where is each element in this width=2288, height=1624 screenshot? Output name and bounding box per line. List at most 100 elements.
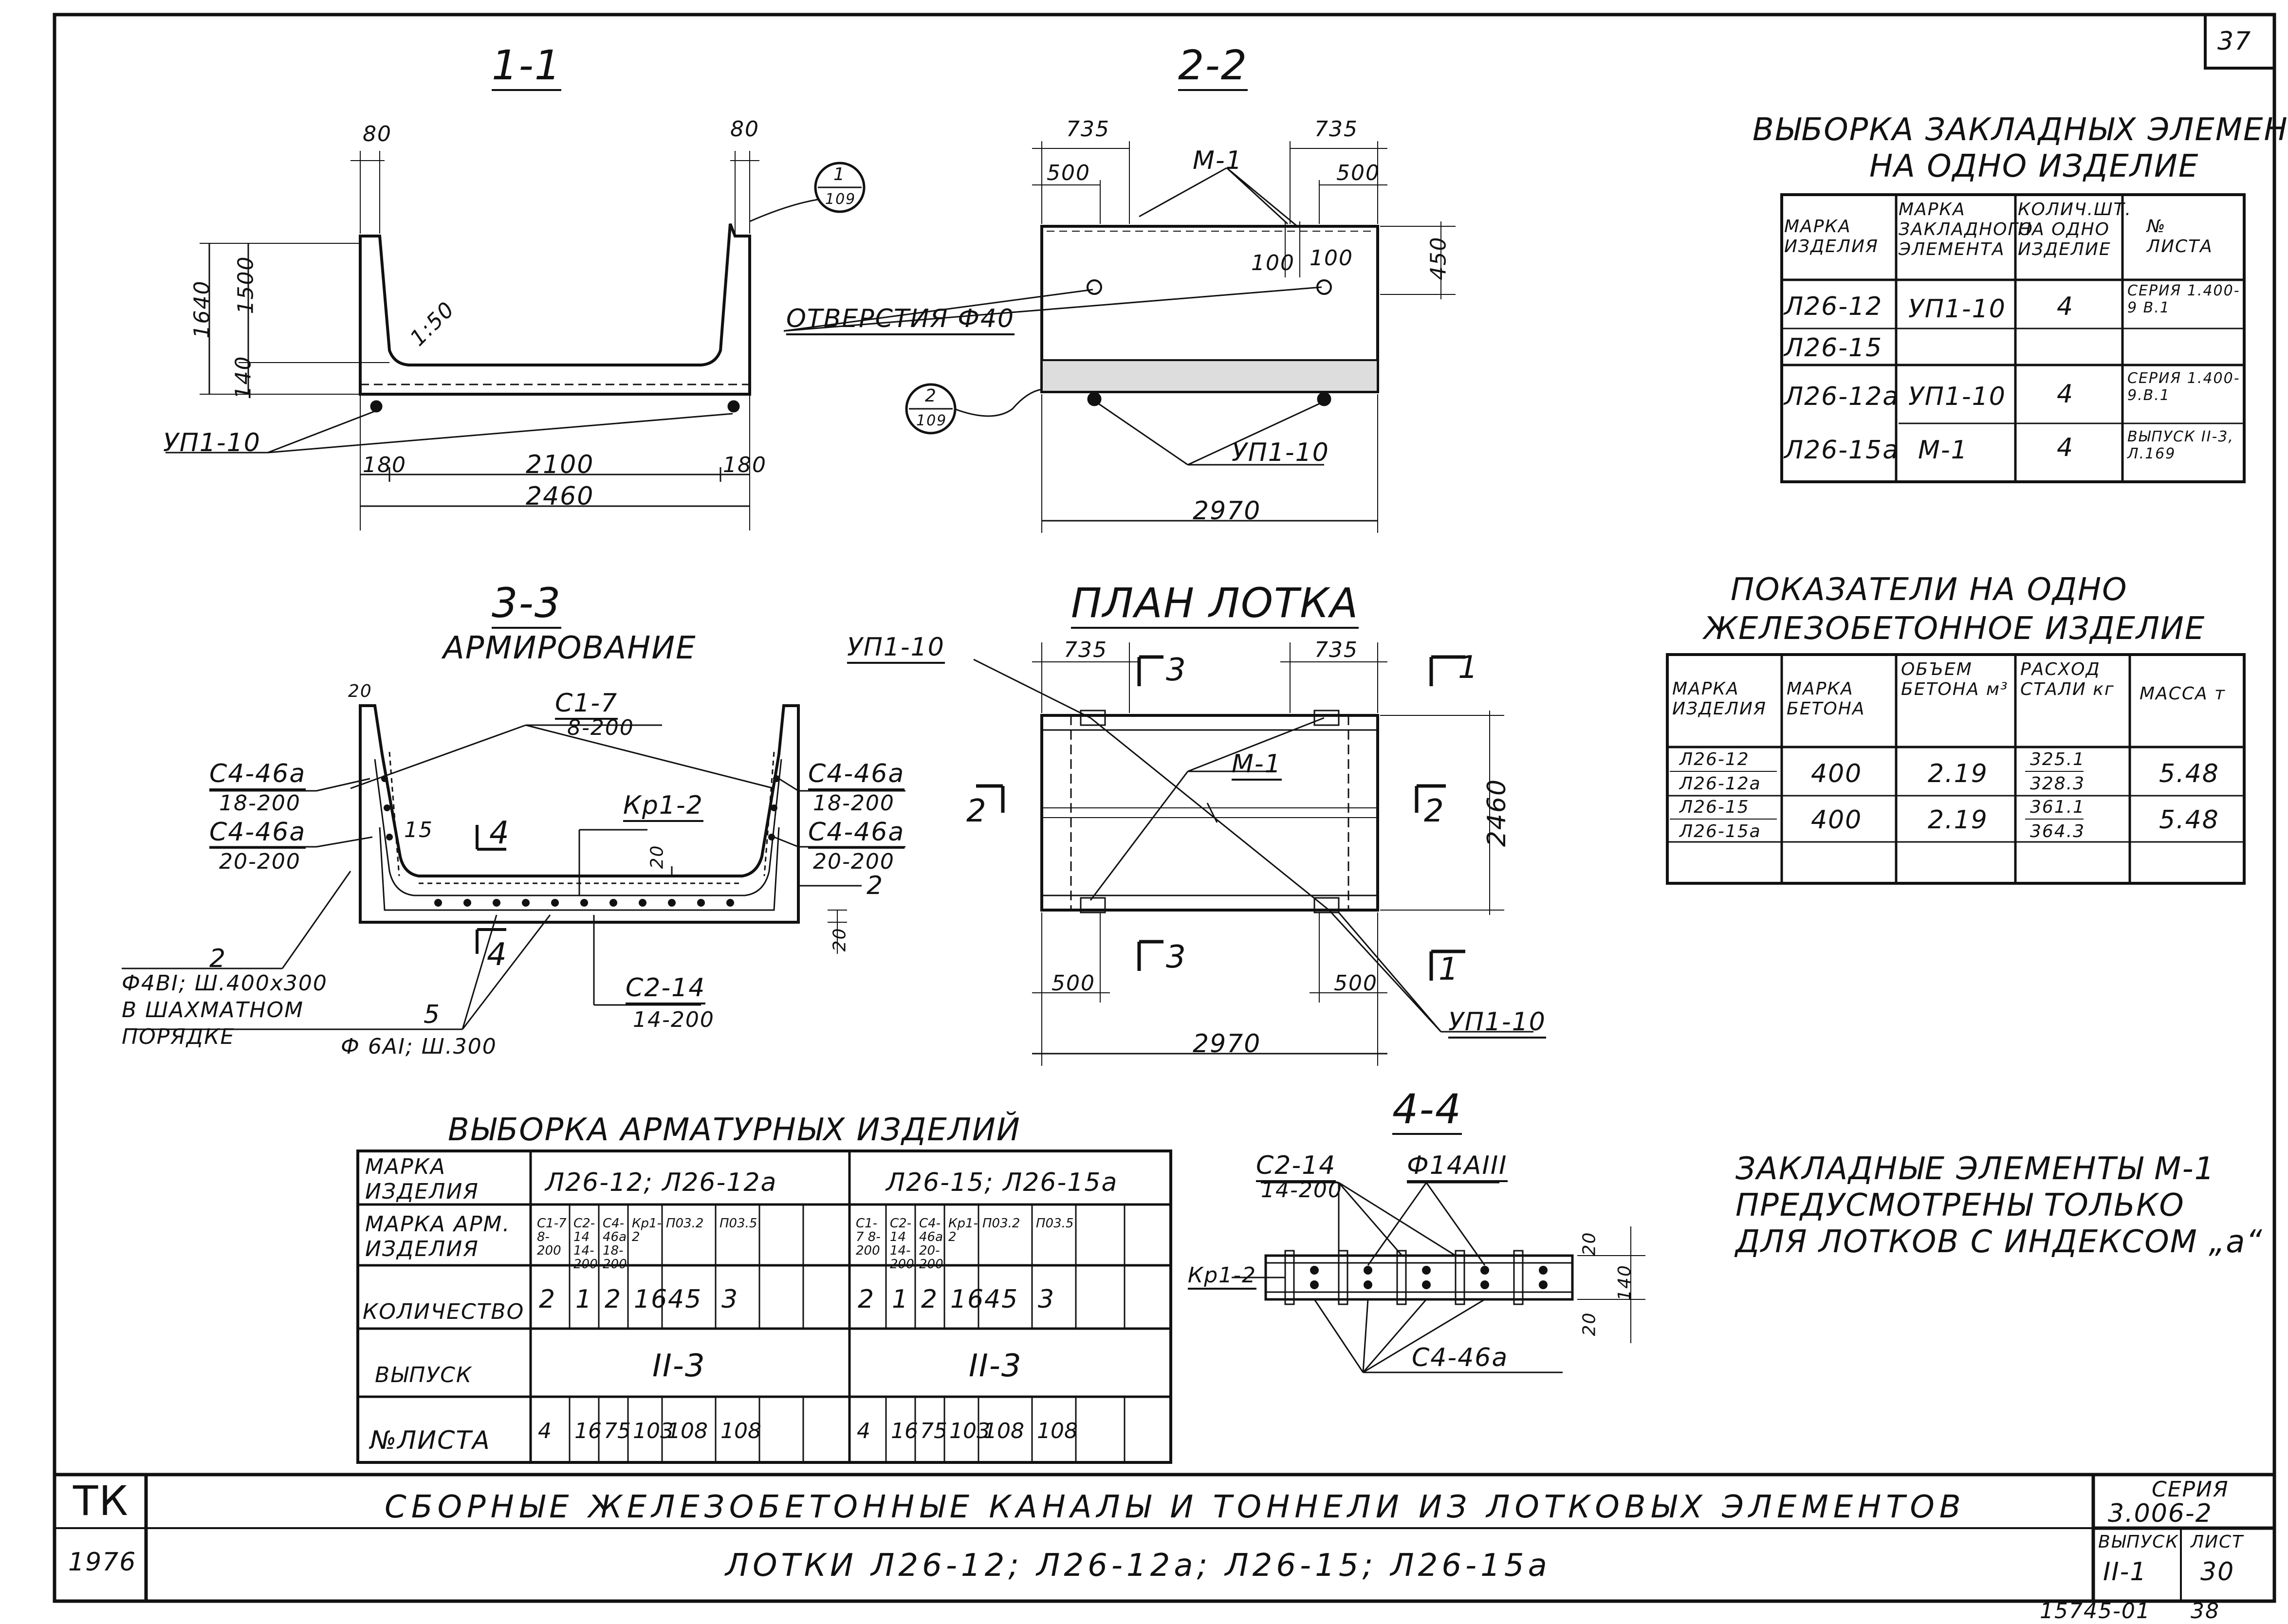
dim-2-2-735-right: 735 bbox=[1314, 117, 1358, 142]
embedded-header-mark: МАРКА ИЗДЕЛИЯ bbox=[1784, 217, 1879, 256]
plan-dim-500-left: 500 bbox=[1052, 971, 1095, 996]
indicators-row2-steel-b: 364.3 bbox=[2030, 821, 2085, 841]
rebar-group-a-issue: II-3 bbox=[652, 1348, 706, 1384]
label-c4-46a-right-2-step: 20-200 bbox=[813, 849, 895, 874]
indicators-row2-steel-a: 361.1 bbox=[2030, 797, 2085, 817]
rebar-group-b-item-1: С1-7 8-200 bbox=[856, 1216, 881, 1258]
indicators-row1-volume: 2.19 bbox=[1928, 759, 1988, 788]
callout-2-sheet: 109 bbox=[916, 412, 947, 429]
label-3-3-bar-2-left: 2 bbox=[209, 944, 227, 973]
indicators-title-2: ЖЕЛЕЗОБЕТОННОЕ ИЗДЕЛИЕ bbox=[1704, 611, 2206, 647]
indicators-header-steel: РАСХОД СТАЛИ кг bbox=[2020, 659, 2115, 699]
indicators-row1-mass: 5.48 bbox=[2159, 759, 2219, 788]
embedded-table-title-2: НА ОДНО ИЗДЕЛИЕ bbox=[1869, 148, 2199, 184]
label-c1-7: С1-7 bbox=[555, 689, 618, 720]
note-bar-2-line1: Ф4ВI; Ш.400х300 bbox=[122, 971, 328, 996]
label-2-2-m1: М-1 bbox=[1193, 146, 1243, 175]
label-3-3-bar-5: 5 bbox=[424, 1000, 441, 1029]
rebar-group-a-item-1: С1-7 8-200 bbox=[537, 1216, 567, 1258]
indicators-row2-mark-b: Л26-15а bbox=[1679, 821, 1761, 841]
label-3-3-bar-2-right: 2 bbox=[867, 871, 884, 900]
plan-cut-3-top: 3 bbox=[1166, 652, 1187, 688]
rebar-group-a-item-2: С2-14 14-200 bbox=[573, 1216, 598, 1272]
section-3-3-title: 3-3 bbox=[492, 579, 562, 629]
section-1-1-drawing bbox=[166, 151, 866, 530]
indicators-title-1: ПОКАЗАТЕЛИ НА ОДНО bbox=[1731, 572, 2128, 608]
dim-2-2-total-width: 2970 bbox=[1193, 496, 1261, 526]
dim-1-1-wall-height: 1500 bbox=[233, 255, 258, 314]
rebar-group-a-qty-1: 2 bbox=[539, 1285, 556, 1314]
dim-1-1-mid-width: 2100 bbox=[526, 450, 594, 479]
section-3-3-subtitle: АРМИРОВАНИЕ bbox=[443, 630, 697, 666]
plan-yp-top: УП1-10 bbox=[847, 633, 945, 664]
embedded-row3-element: УП1-10 bbox=[1908, 382, 2006, 411]
rebar-group-a-qty-2: 1 bbox=[575, 1285, 593, 1314]
indicators-row2-volume: 2.19 bbox=[1928, 805, 1988, 835]
dim-1-1-left-width: 180 bbox=[363, 453, 406, 477]
embedded-row3-sheet: СЕРИЯ 1.400-9.В.1 bbox=[2127, 370, 2240, 404]
embedded-header-qty: КОЛИЧ.ШТ. НА ОДНО ИЗДЕЛИЕ bbox=[2018, 200, 2132, 259]
section-4-4-drawing bbox=[1232, 1182, 1645, 1373]
dim-3-3-15: 15 bbox=[404, 818, 433, 842]
rebar-group-b-item-4: Кр1-2 bbox=[948, 1216, 978, 1244]
note-line-1: ЗАКЛАДНЫЕ ЭЛЕМЕНТЫ М-1 bbox=[1735, 1151, 2215, 1187]
dim-1-1-total-height: 1640 bbox=[189, 280, 215, 339]
rebar-group-a-sheet-3: 75 bbox=[604, 1419, 631, 1443]
label-1-1-yp: УП1-10 bbox=[163, 428, 261, 457]
plan-m1: М-1 bbox=[1232, 749, 1282, 781]
rebar-group-a-item-4: Кр1-2 bbox=[632, 1216, 662, 1244]
rebar-group-a-qty-6: 3 bbox=[721, 1285, 739, 1314]
plan-dim-735-right: 735 bbox=[1314, 638, 1358, 662]
label-c4-46a-left-1-step: 18-200 bbox=[219, 791, 301, 816]
rebar-group-a-item-6: П03.5 bbox=[720, 1216, 757, 1231]
title-block-code: ТК bbox=[73, 1477, 129, 1525]
callout-2-number: 2 bbox=[925, 386, 937, 406]
plan-dim-total-height: 2460 bbox=[1482, 778, 1512, 847]
title-block-title-2: ЛОТКИ Л26-12; Л26-12а; Л26-15; Л26-15а bbox=[725, 1548, 1551, 1584]
label-4-4-c4-46a: С4-46а bbox=[1412, 1343, 1509, 1372]
label-c4-46a-right-1: С4-46а bbox=[808, 759, 905, 790]
plan-cut-3-bottom: 3 bbox=[1166, 939, 1187, 975]
title-block-issue-label: ВЫПУСК bbox=[2098, 1532, 2179, 1552]
rebar-group-b-sheet-5: 108 bbox=[983, 1419, 1024, 1443]
callout-1-number: 1 bbox=[833, 164, 846, 184]
indicators-header-volume: ОБЪЕМ БЕТОНА м³ bbox=[1901, 659, 2009, 699]
rebar-table-grid bbox=[356, 1150, 1172, 1464]
label-c1-7-step: 8-200 bbox=[567, 715, 634, 740]
title-block-sheet-label: ЛИСТ bbox=[2191, 1532, 2244, 1552]
title-block-title-1: СБОРНЫЕ ЖЕЛЕЗОБЕТОННЫЕ КАНАЛЫ И ТОННЕЛИ … bbox=[385, 1489, 1966, 1525]
rebar-row-label-item: МАРКА АРМ. ИЗДЕЛИЯ bbox=[365, 1212, 511, 1261]
dim-4-4-20-bottom: 20 bbox=[1579, 1312, 1600, 1336]
title-block-series-value: 3.006-2 bbox=[2108, 1499, 2213, 1528]
rebar-group-b-qty-1: 2 bbox=[858, 1285, 875, 1314]
dim-2-2-100-right: 100 bbox=[1310, 246, 1353, 271]
rebar-row-label-mark: МАРКА ИЗДЕЛИЯ bbox=[365, 1154, 479, 1204]
section-2-2-drawing bbox=[783, 141, 1456, 533]
plan-dim-500-right: 500 bbox=[1334, 971, 1378, 996]
indicators-header-mass: МАССА т bbox=[2140, 684, 2226, 704]
label-4-4-c2-14: С2-14 bbox=[1256, 1151, 1336, 1182]
plan-cut-2-right: 2 bbox=[1424, 793, 1445, 829]
plan-title: ПЛАН ЛОТКА bbox=[1071, 579, 1359, 629]
rebar-group-a-sheet-1: 4 bbox=[538, 1419, 552, 1443]
rebar-group-b-qty-3: 2 bbox=[921, 1285, 939, 1314]
dim-4-4-20-top: 20 bbox=[1579, 1231, 1600, 1256]
indicators-row2-mass: 5.48 bbox=[2159, 805, 2219, 835]
title-block-series-label: СЕРИЯ bbox=[2152, 1477, 2229, 1502]
label-2-2-holes: ОТВЕРСТИЯ Ф40 bbox=[786, 304, 1015, 335]
rebar-group-b-item-5: П03.2 bbox=[982, 1216, 1020, 1231]
embedded-row3-mark: Л26-12а bbox=[1784, 382, 1900, 411]
dim-2-2-500-right: 500 bbox=[1336, 161, 1380, 185]
label-kr1-2: Кр1-2 bbox=[623, 791, 703, 822]
embedded-row4-element: М-1 bbox=[1918, 436, 1968, 465]
indicators-row1-steel-a: 325.1 bbox=[2030, 749, 2085, 769]
indicators-row2-mark-a: Л26-15 bbox=[1679, 797, 1750, 817]
embedded-row1-sheet: СЕРИЯ 1.400-9 В.1 bbox=[2127, 282, 2240, 316]
dim-1-1-total-width: 2460 bbox=[526, 482, 594, 511]
title-block-lines bbox=[55, 1473, 2274, 1601]
embedded-row2-mark: Л26-15 bbox=[1784, 333, 1883, 363]
label-c4-46a-right-2: С4-46а bbox=[808, 818, 905, 849]
bottom-code: 15745-01 bbox=[2040, 1599, 2151, 1624]
